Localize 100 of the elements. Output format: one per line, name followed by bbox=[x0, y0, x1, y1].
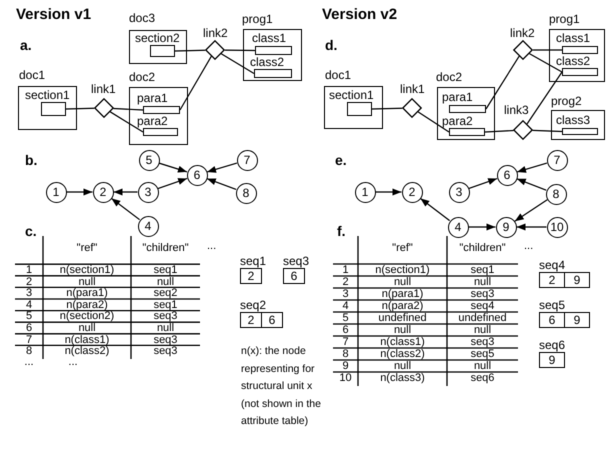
row-number: 4 bbox=[341, 299, 350, 313]
graph-node-circle: 3 bbox=[448, 182, 470, 202]
unit-label: para1 bbox=[442, 90, 473, 104]
children-value: seq3 bbox=[152, 310, 178, 323]
connector-line bbox=[533, 49, 562, 51]
panel-letter: e. bbox=[335, 152, 347, 168]
children-value: null bbox=[472, 323, 492, 337]
children-value: seq3 bbox=[152, 345, 178, 358]
unit-label: class1 bbox=[252, 31, 286, 45]
panel-letter: d. bbox=[325, 36, 338, 54]
panel-title: Version v2 bbox=[322, 6, 398, 24]
children-value: seq5 bbox=[470, 348, 496, 361]
ref-value: undefined bbox=[377, 312, 428, 325]
arrow bbox=[514, 199, 548, 222]
column-header: "children" bbox=[458, 241, 507, 255]
sequence-value: 2 bbox=[240, 268, 262, 284]
link-label: link1 bbox=[400, 82, 425, 96]
graph-node-circle: 1 bbox=[46, 182, 66, 202]
panel-title: Version v1 bbox=[16, 6, 92, 24]
graph-node-circle: 5 bbox=[138, 150, 160, 170]
link-label: link2 bbox=[510, 26, 535, 40]
arrow bbox=[111, 198, 140, 220]
graph-node-circle: 2 bbox=[402, 182, 422, 202]
sequence-value: 6 bbox=[283, 268, 305, 284]
arrow bbox=[66, 188, 92, 196]
children-value: seq2 bbox=[152, 286, 178, 300]
row-number: 3 bbox=[24, 286, 34, 300]
connector-line bbox=[484, 130, 514, 133]
sequence-value: 9 bbox=[564, 272, 590, 288]
unit-label: class2 bbox=[250, 55, 284, 69]
children-value: seq6 bbox=[470, 371, 496, 385]
row-number: 3 bbox=[341, 287, 350, 301]
row-number: 1 bbox=[24, 263, 34, 277]
sequence-value: 2 bbox=[539, 272, 565, 288]
note: n(x): the node representing for structural unit x (not shown in the attribute table) bbox=[241, 344, 322, 429]
row-number: 2 bbox=[341, 275, 350, 289]
container-label: prog2 bbox=[551, 94, 582, 108]
ref-value: n(class3) bbox=[379, 371, 426, 385]
ellipsis: ... bbox=[68, 356, 78, 369]
unit-label: section2 bbox=[135, 31, 180, 45]
arrow bbox=[468, 178, 498, 190]
unit-label: para2 bbox=[442, 114, 473, 128]
sequence-label: seq6 bbox=[539, 338, 566, 352]
children-value: seq1 bbox=[152, 263, 178, 277]
ref-value: n(class2) bbox=[379, 348, 426, 361]
ref-value: null bbox=[77, 322, 97, 335]
connector-line bbox=[526, 72, 562, 124]
sequence-value: 9 bbox=[564, 312, 590, 328]
container-label: doc1 bbox=[325, 68, 352, 82]
graph-node-circle: 2 bbox=[92, 182, 114, 202]
ref-value: null bbox=[392, 323, 412, 337]
connector-line bbox=[110, 111, 144, 133]
children-value: seq3 bbox=[152, 332, 178, 346]
connector-line bbox=[113, 108, 144, 111]
container-label: doc1 bbox=[19, 68, 46, 82]
children-value: seq3 bbox=[470, 335, 496, 349]
arrow bbox=[158, 162, 188, 173]
panel-letter: a. bbox=[20, 36, 32, 54]
container-label: doc2 bbox=[436, 70, 462, 84]
sequence-label: seq4 bbox=[539, 258, 566, 272]
unit-label: para1 bbox=[137, 91, 168, 105]
children-value: seq1 bbox=[470, 263, 496, 277]
panel-letter: b. bbox=[25, 152, 38, 168]
column-header: "ref" bbox=[76, 241, 98, 255]
sequence-value: 6 bbox=[539, 312, 565, 328]
connector-line bbox=[220, 53, 254, 74]
graph-node-circle: 9 bbox=[496, 216, 516, 238]
graph-node-circle: 7 bbox=[236, 150, 258, 170]
ref-value: n(section1) bbox=[374, 263, 431, 277]
row-number: 7 bbox=[24, 332, 34, 346]
link-label: link3 bbox=[504, 103, 529, 117]
sequence-label: seq3 bbox=[283, 254, 310, 268]
arrow bbox=[516, 224, 546, 230]
unit-label: class2 bbox=[556, 54, 590, 68]
sequence-label: seq2 bbox=[240, 298, 266, 312]
sequence-value: 2 bbox=[240, 312, 262, 328]
connector-line bbox=[174, 50, 206, 52]
connector-line bbox=[179, 56, 212, 110]
connector-line bbox=[486, 56, 520, 110]
row-number: 1 bbox=[341, 263, 350, 277]
sequence-label: seq5 bbox=[539, 298, 566, 312]
ref-value: n(section1) bbox=[58, 263, 116, 277]
ref-value: n(para1) bbox=[380, 287, 424, 301]
children-value: null bbox=[156, 322, 176, 335]
arrow bbox=[468, 224, 496, 230]
children-value: seq1 bbox=[152, 298, 178, 312]
row-number: 5 bbox=[341, 311, 350, 325]
arrow bbox=[114, 188, 138, 196]
unit-label: class1 bbox=[556, 31, 590, 45]
row-number: 8 bbox=[341, 347, 350, 361]
graph-node-circle: 6 bbox=[186, 164, 208, 186]
sequence-value: 6 bbox=[261, 312, 283, 328]
ellipsis: ... bbox=[207, 239, 216, 253]
row-number: 2 bbox=[24, 274, 34, 288]
container-label: doc2 bbox=[129, 70, 156, 84]
sequence-label: seq1 bbox=[240, 254, 266, 268]
ref-value: null bbox=[392, 276, 412, 289]
graph-node-circle: 7 bbox=[546, 150, 568, 170]
row-number: 7 bbox=[341, 335, 350, 349]
graph-node-circle: 3 bbox=[138, 182, 158, 202]
